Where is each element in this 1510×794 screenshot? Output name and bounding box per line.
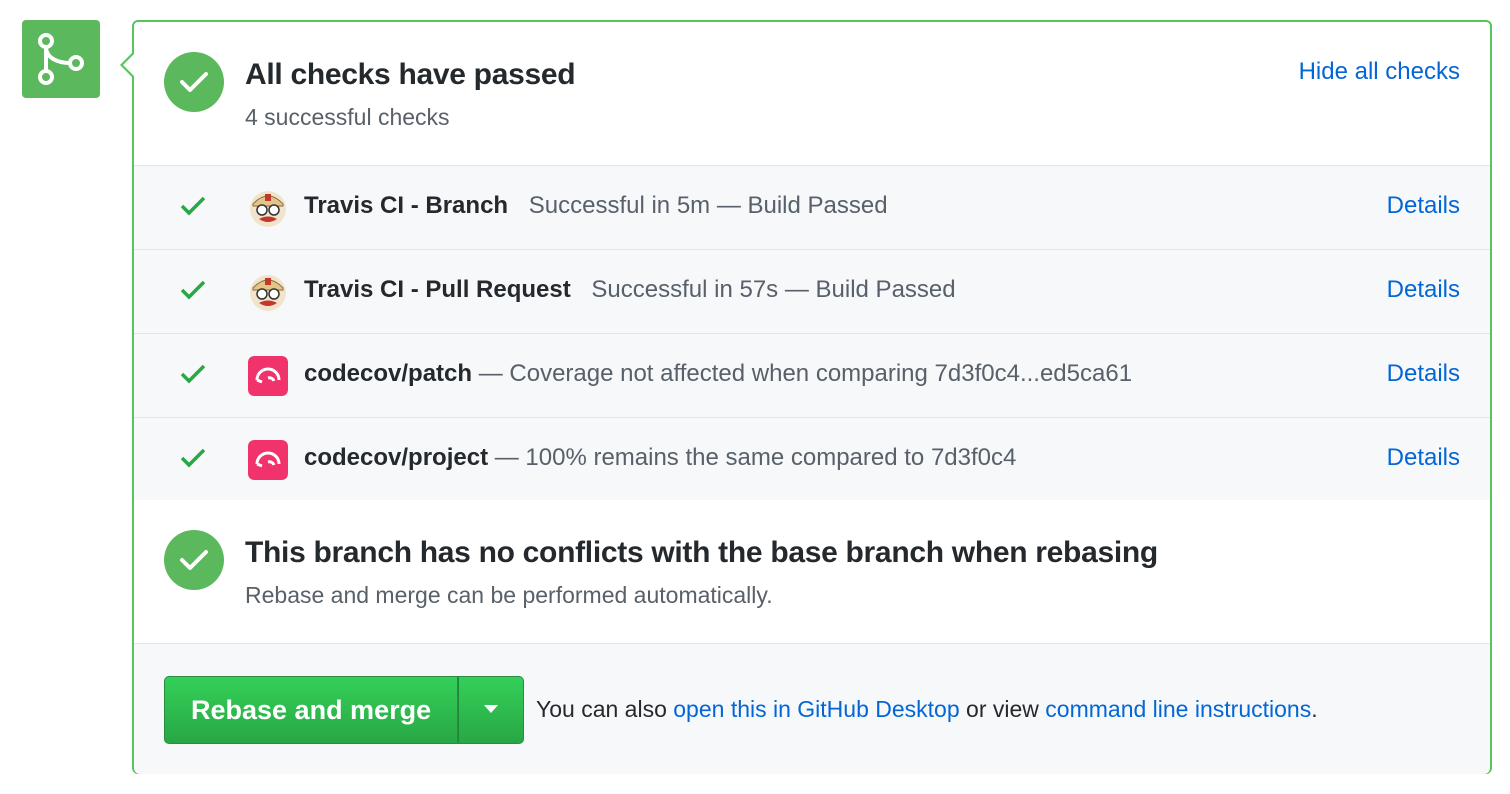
also-prefix: You can also [536, 696, 674, 722]
merge-status-title: This branch has no conflicts with the ba… [245, 536, 1158, 569]
checks-title: All checks have passed [245, 58, 576, 91]
details-link[interactable]: Details [1386, 276, 1460, 303]
check-row-text: Travis CI - Branch Successful in 5m — Bu… [304, 192, 888, 220]
github-desktop-link[interactable]: open this in GitHub Desktop [673, 696, 960, 722]
hide-all-checks-link[interactable]: Hide all checks [1298, 58, 1460, 85]
check-mark-icon [180, 196, 206, 221]
travis-ci-avatar [248, 272, 288, 312]
check-description: — 100% remains the same compared to 7d3f… [488, 444, 1017, 471]
check-row-travis-branch: Travis CI - Branch Successful in 5m — Bu… [134, 166, 1490, 250]
check-mark-icon [180, 448, 206, 473]
also-middle: or view [959, 696, 1046, 722]
check-name: codecov/patch [304, 360, 473, 387]
command-line-instructions-link[interactable]: command line instructions [1045, 696, 1312, 722]
check-description: Successful in 57s — Build Passed [591, 276, 956, 303]
check-row-text: codecov/patch — Coverage not affected wh… [304, 360, 1132, 388]
also-suffix: . [1311, 696, 1318, 722]
details-link[interactable]: Details [1386, 360, 1460, 387]
merge-button-group: Rebase and merge [164, 676, 525, 744]
codecov-avatar [248, 440, 288, 480]
check-mark-icon [180, 364, 206, 389]
git-merge-icon [22, 20, 100, 98]
merge-status-subtitle: Rebase and merge can be performed automa… [245, 582, 773, 608]
check-name: codecov/project [304, 444, 489, 471]
check-row-text: codecov/project — 100% remains the same … [304, 444, 1016, 472]
checks-summary: All checks have passed 4 successful chec… [134, 22, 1490, 166]
check-row-codecov-project: codecov/project — 100% remains the same … [134, 418, 1490, 500]
checks-list: Travis CI - Branch Successful in 5m — Bu… [134, 166, 1490, 500]
check-mark-icon [180, 280, 206, 305]
caret-down-icon [483, 701, 499, 719]
check-description: Successful in 5m — Build Passed [528, 192, 888, 219]
merge-status: This branch has no conflicts with the ba… [134, 500, 1490, 644]
alternative-options-text: You can also open this in GitHub Desktop… [536, 696, 1318, 723]
checks-subtitle: 4 successful checks [245, 104, 450, 130]
details-link[interactable]: Details [1386, 192, 1460, 219]
check-row-travis-pr: Travis CI - Pull Request Successful in 5… [134, 250, 1490, 334]
success-check-icon [164, 52, 224, 112]
merge-actions: Rebase and merge You can also open this … [134, 644, 1490, 774]
details-link[interactable]: Details [1386, 444, 1460, 471]
check-name: Travis CI - Branch [304, 192, 509, 219]
check-row-text: Travis CI - Pull Request Successful in 5… [304, 276, 956, 304]
check-name: Travis CI - Pull Request [304, 276, 571, 303]
merge-box: All checks have passed 4 successful chec… [120, 20, 1492, 774]
merge-method-dropdown-button[interactable] [458, 676, 525, 744]
success-check-icon [164, 530, 224, 590]
codecov-avatar [248, 356, 288, 396]
check-row-codecov-patch: codecov/patch — Coverage not affected wh… [134, 334, 1490, 418]
check-description: — Coverage not affected when comparing 7… [472, 360, 1133, 387]
rebase-and-merge-button[interactable]: Rebase and merge [164, 676, 459, 744]
travis-ci-avatar [248, 188, 288, 228]
